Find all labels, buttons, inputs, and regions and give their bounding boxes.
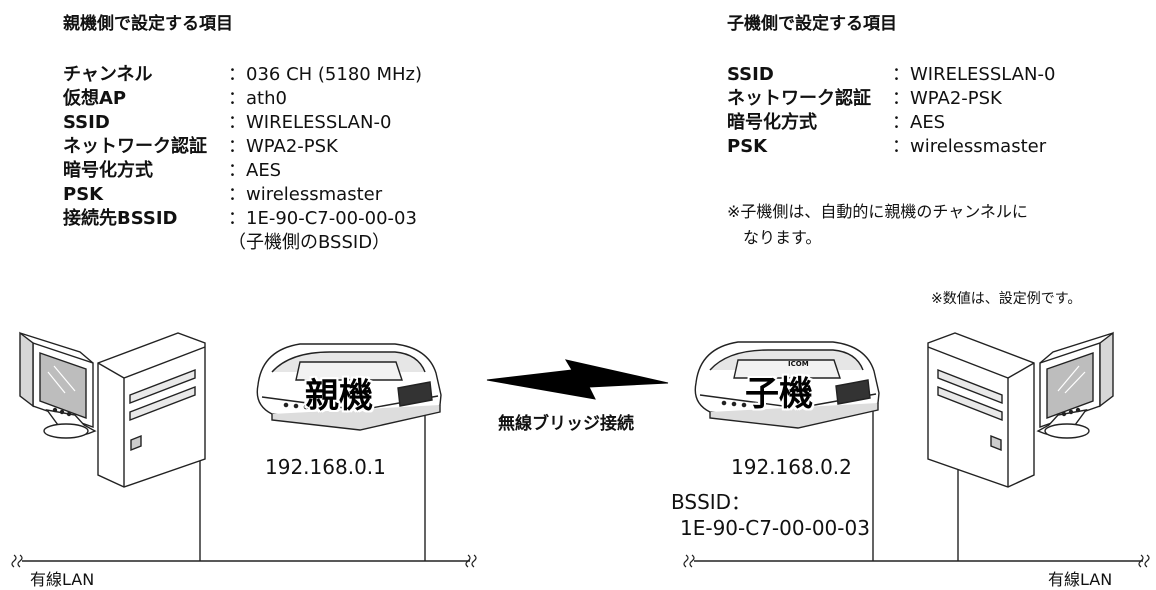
example-values-note: ※数値は、設定例です。 — [931, 291, 1082, 307]
wireless-bolt-icon — [486, 359, 669, 400]
child-access-point-icon — [694, 341, 880, 429]
break-mark-icon — [11, 554, 1150, 568]
row-label: PSK — [727, 136, 768, 157]
row-value: ：WPA2-PSK — [228, 136, 338, 157]
child-row-encryption: 暗号化方式 ：AES — [727, 111, 1127, 135]
parent-access-point-icon — [256, 343, 442, 431]
child-row-psk: PSK ：wirelessmaster — [727, 135, 1127, 159]
child-row-auth: ネットワーク認証 ：WPA2-PSK — [727, 87, 1127, 111]
parent-row-target-bssid: 接続先BSSID ：1E-90-C7-00-00-03 — [63, 207, 523, 231]
parent-device-label: 親機 — [305, 376, 373, 416]
child-settings-heading: 子機側で設定する項目 — [727, 14, 897, 34]
row-value: ：AES — [228, 160, 282, 181]
row-label: 暗号化方式 — [63, 160, 153, 181]
child-row-ssid: SSID ：WIRELESSLAN-0 — [727, 63, 1127, 87]
parent-row-channel: チャンネル ：036 CH (5180 MHz) — [63, 63, 523, 87]
row-value: ：WPA2-PSK — [892, 88, 1002, 109]
row-label: 暗号化方式 — [727, 112, 817, 133]
child-bssid-value: 1E-90-C7-00-00-03 — [680, 516, 870, 540]
row-value: ：AES — [892, 112, 946, 133]
row-value: ：036 CH (5180 MHz) — [228, 64, 422, 85]
child-bssid-label: BSSID： — [671, 490, 752, 514]
parent-row-encryption: 暗号化方式 ：AES — [63, 159, 523, 183]
row-value: ：1E-90-C7-00-00-03 — [228, 208, 417, 229]
row-value: ：wirelessmaster — [892, 136, 1047, 157]
row-value: ：WIRELESSLAN-0 — [228, 112, 392, 133]
device-brand-label: ICOM — [788, 360, 809, 368]
child-channel-note-line1: ※子機側は、自動的に親機のチャンネルに — [727, 202, 1028, 221]
right-lan-cable — [694, 400, 1143, 562]
child-ip-address: 192.168.0.2 — [731, 455, 852, 479]
row-label: 接続先BSSID — [63, 208, 178, 229]
parent-settings-table: チャンネル ：036 CH (5180 MHz) 仮想AP ：ath0 SSID… — [63, 63, 523, 255]
row-label: 仮想AP — [63, 88, 127, 109]
parent-row-psk: PSK ：wirelessmaster — [63, 183, 523, 207]
row-label: ネットワーク認証 — [727, 88, 871, 109]
parent-row-virtual-ap: 仮想AP ：ath0 — [63, 87, 523, 111]
bssid-note: （子機側のBSSID） — [228, 232, 391, 253]
row-label: SSID — [63, 112, 110, 133]
parent-row-bssid-note: （子機側のBSSID） — [63, 231, 523, 255]
child-settings-table: SSID ：WIRELESSLAN-0 ネットワーク認証 ：WPA2-PSK 暗… — [727, 63, 1127, 159]
row-value: ：WIRELESSLAN-0 — [892, 64, 1056, 85]
bridge-connection-label: 無線ブリッジ接続 — [498, 414, 634, 434]
row-label: SSID — [727, 64, 774, 85]
right-wired-lan-label: 有線LAN — [1048, 570, 1113, 589]
row-value: ：ath0 — [228, 88, 287, 109]
row-label: チャンネル — [63, 64, 153, 85]
right-pc-icon — [927, 331, 1114, 488]
child-channel-note-line2: なります。 — [743, 228, 822, 247]
parent-row-ssid: SSID ：WIRELESSLAN-0 — [63, 111, 523, 135]
child-device-label: 子機 — [745, 374, 813, 414]
parent-row-auth: ネットワーク認証 ：WPA2-PSK — [63, 135, 523, 159]
left-pc-icon — [19, 331, 206, 488]
row-label: PSK — [63, 184, 104, 205]
parent-ip-address: 192.168.0.1 — [265, 455, 386, 479]
row-label: ネットワーク認証 — [63, 136, 207, 157]
parent-settings-heading: 親機側で設定する項目 — [63, 14, 233, 34]
left-wired-lan-label: 有線LAN — [30, 570, 95, 589]
left-lan-cable — [22, 402, 470, 562]
row-value: ：wirelessmaster — [228, 184, 383, 205]
